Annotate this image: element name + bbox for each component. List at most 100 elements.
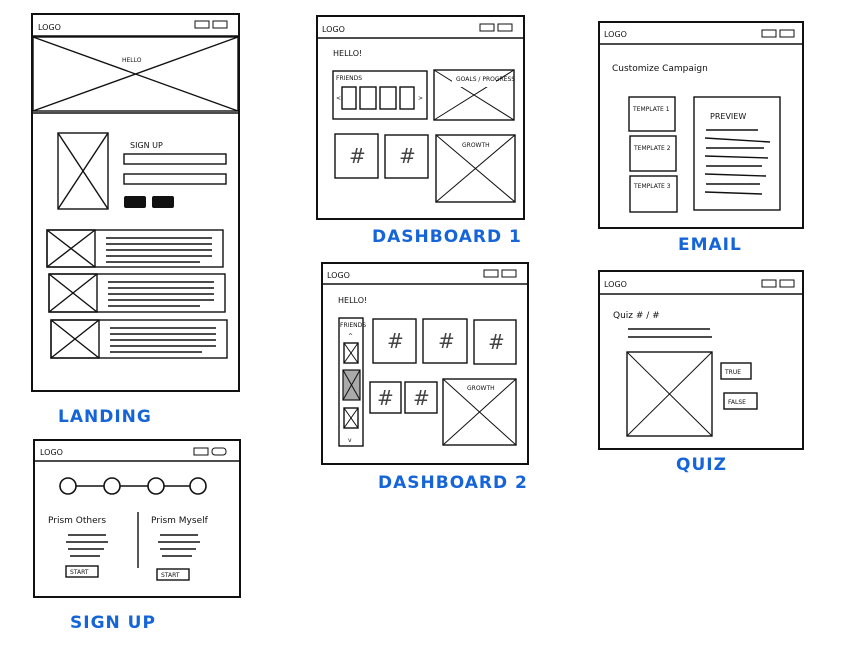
dashboard1-friend-card[interactable]: [399, 86, 415, 110]
dashboard1-stat-tile: [334, 133, 379, 179]
quiz-logo: LOGO: [604, 280, 627, 289]
quiz-window-button[interactable]: [779, 279, 795, 288]
dashboard1-growth-chart: [435, 134, 516, 203]
dashboard1-next-arrow[interactable]: >: [418, 95, 423, 102]
quiz-false-button[interactable]: [723, 392, 758, 410]
signup-frame: [33, 439, 241, 598]
dashboard2-friend-card[interactable]: [343, 407, 359, 429]
dashboard1-goals-panel: [433, 69, 515, 121]
signup-caption: SIGN UP: [70, 613, 156, 633]
landing-hero-image: [32, 36, 239, 112]
landing-window-button[interactable]: [194, 20, 210, 29]
email-template-3[interactable]: [629, 175, 678, 213]
dashboard1-stat-hash: #: [399, 144, 416, 168]
dashboard2-caption: DASHBOARD 2: [378, 473, 528, 493]
email-template-1-label: TEMPLATE 1: [632, 106, 670, 113]
signup-start-right-label: START: [161, 572, 180, 579]
email-template-2[interactable]: [629, 135, 677, 172]
dashboard1-friends-label: FRIENDS: [336, 75, 362, 82]
email-window-button[interactable]: [761, 29, 777, 38]
email-title: Customize Campaign: [612, 64, 708, 74]
dashboard1-growth-label: GROWTH: [462, 142, 490, 149]
landing-caption: LANDING: [58, 407, 152, 427]
dashboard2-stat-hash: #: [438, 329, 455, 353]
landing-signup-field[interactable]: [123, 153, 227, 165]
dashboard2-window-button[interactable]: [501, 269, 517, 278]
dashboard2-stat-tile: [369, 381, 402, 414]
landing-list-item: [48, 273, 226, 313]
email-window-button[interactable]: [779, 29, 795, 38]
dashboard2-window-button[interactable]: [483, 269, 499, 278]
signup-step-progress: [59, 477, 207, 495]
dashboard2-stat-tile: [473, 319, 517, 365]
landing-list-item: [46, 229, 224, 268]
dashboard2-stat-tile: [372, 318, 417, 364]
dashboard1-window-button[interactable]: [497, 23, 513, 32]
dashboard1-frame: [316, 15, 525, 220]
dashboard1-friend-card[interactable]: [341, 86, 357, 110]
quiz-image-placeholder: [626, 351, 713, 437]
quiz-caption: QUIZ: [676, 455, 727, 475]
email-template-3-label: TEMPLATE 3: [633, 183, 671, 190]
dashboard1-prev-arrow[interactable]: <: [336, 95, 341, 102]
dashboard2-stat-hash: #: [413, 386, 430, 410]
quiz-frame: [598, 270, 804, 450]
dashboard2-stat-hash: #: [387, 329, 404, 353]
email-wireframe: LOGO Customize Campaign TEMPLATE 1 TEMPL…: [598, 21, 804, 255]
dashboard1-caption: DASHBOARD 1: [372, 227, 522, 247]
landing-wireframe: LOGO HELLO SIGN UP: [31, 13, 240, 427]
landing-signup-button[interactable]: [124, 196, 146, 208]
dashboard2-stat-hash: #: [377, 386, 394, 410]
dashboard1-friend-card[interactable]: [379, 86, 397, 110]
email-preview-label: PREVIEW: [710, 112, 746, 121]
dashboard2-growth-chart: [442, 378, 517, 446]
signup-start-button-left[interactable]: [65, 565, 99, 578]
signup-wireframe: LOGO Prism Others Prism Myself START STA…: [33, 439, 241, 633]
dashboard1-logo: LOGO: [322, 25, 345, 34]
dashboard2-up-arrow[interactable]: ^: [348, 333, 353, 340]
email-caption: EMAIL: [678, 235, 742, 255]
signup-window-button[interactable]: [211, 447, 227, 456]
quiz-true-label: TRUE: [724, 369, 741, 376]
landing-signup-button[interactable]: [152, 196, 174, 208]
landing-signup-field[interactable]: [123, 173, 227, 185]
dashboard1-stat-hash: #: [349, 144, 366, 168]
landing-list-item: [50, 319, 228, 359]
dashboard1-friend-card[interactable]: [359, 86, 377, 110]
dashboard2-friend-card[interactable]: [343, 342, 359, 364]
dashboard1-greeting: HELLO!: [333, 49, 362, 58]
dashboard1-friends-panel: [332, 70, 428, 120]
signup-logo: LOGO: [40, 448, 63, 457]
landing-signup-title: SIGN UP: [130, 141, 163, 150]
dashboard1-stat-tile: [384, 134, 429, 179]
email-template-2-label: TEMPLATE 2: [633, 145, 671, 152]
email-preview-panel: [693, 96, 781, 211]
quiz-wireframe: LOGO Quiz # / # TRUE FALSE QUIZ: [598, 270, 804, 475]
dashboard1-window-button[interactable]: [479, 23, 495, 32]
landing-hero-text: HELLO: [122, 57, 142, 64]
dashboard2-stat-tile: [404, 381, 438, 414]
dashboard2-stat-hash: #: [488, 330, 505, 354]
dashboard2-friends-label: FRIENDS: [340, 322, 366, 329]
signup-start-button-right[interactable]: [156, 568, 190, 581]
quiz-window-button[interactable]: [761, 279, 777, 288]
landing-window-button[interactable]: [212, 20, 228, 29]
dashboard2-wireframe: LOGO HELLO! FRIENDS ^ v # # # # # GROWTH…: [321, 262, 529, 493]
quiz-true-button[interactable]: [720, 362, 752, 380]
dashboard2-greeting: HELLO!: [338, 296, 367, 305]
landing-logo: LOGO: [38, 23, 61, 32]
email-frame: [598, 21, 804, 229]
signup-right-title: Prism Myself: [151, 516, 209, 526]
signup-window-button[interactable]: [193, 447, 209, 456]
signup-left-title: Prism Others: [48, 516, 106, 526]
quiz-false-label: FALSE: [728, 399, 746, 406]
dashboard2-growth-label: GROWTH: [467, 385, 495, 392]
landing-image-placeholder: [57, 132, 109, 210]
signup-start-left-label: START: [70, 569, 89, 576]
dashboard1-goals-label: GOALS / PROGRESS: [456, 76, 515, 83]
quiz-title: Quiz # / #: [613, 311, 660, 321]
dashboard2-logo: LOGO: [327, 271, 350, 280]
email-template-1[interactable]: [628, 96, 676, 132]
dashboard2-down-arrow[interactable]: v: [348, 437, 352, 444]
